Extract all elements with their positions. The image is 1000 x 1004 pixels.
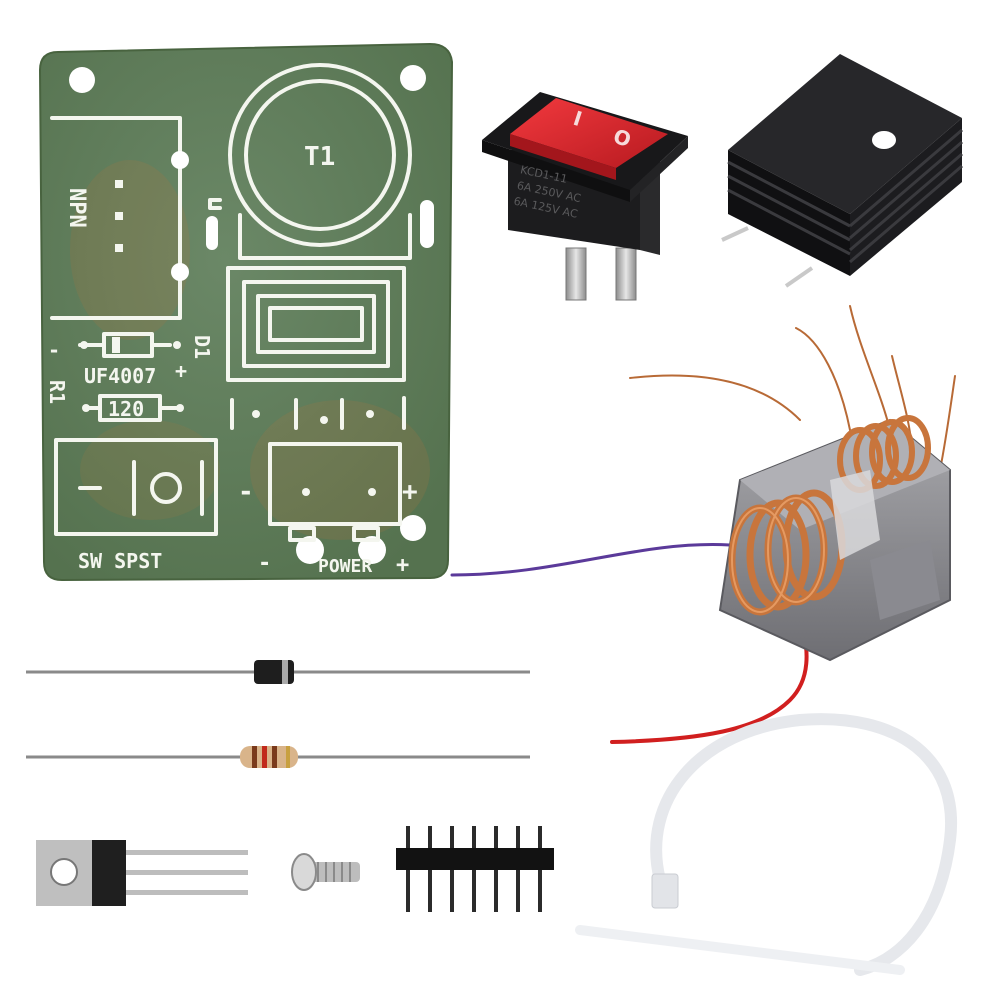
uf4007-label: UF4007 (84, 364, 156, 388)
mounting-hole (400, 515, 426, 541)
switch-off-symbol: O (610, 124, 634, 152)
high-voltage-transformer (450, 305, 956, 744)
t1-label: T1 (304, 142, 335, 172)
diode (26, 660, 530, 684)
sw-spst-label: SW SPST (78, 549, 162, 573)
mounting-hole (358, 536, 386, 564)
mounting-hole (400, 65, 426, 91)
r1-value: 120 (108, 397, 144, 421)
diode-plus-label: + (175, 359, 187, 383)
bottom-minus-label: - (258, 551, 271, 576)
cable-tie (575, 713, 958, 976)
resistor (26, 746, 530, 768)
npn-transistor (36, 840, 248, 906)
heatsink-hole (872, 131, 896, 149)
power-minus-label: - (238, 477, 254, 507)
pcb-board: NPN T1 - D1 UF4007 + R1 120 (38, 42, 454, 582)
pin-header (396, 826, 554, 912)
r1-label: R1 (45, 380, 69, 404)
svg-text:-: - (48, 338, 60, 362)
power-label: POWER (318, 556, 372, 577)
mounting-hole (69, 67, 95, 93)
heatsink (721, 54, 963, 288)
power-plus-label: + (402, 477, 418, 507)
bottom-plus-label: + (396, 553, 409, 578)
npn-label: NPN (64, 188, 89, 228)
d1-label: D1 (190, 335, 214, 359)
screw (291, 853, 360, 891)
mounting-hole (296, 536, 324, 564)
rocker-switch: I O KCD1-11 6A 250V AC 6A 125V AC (482, 92, 688, 301)
